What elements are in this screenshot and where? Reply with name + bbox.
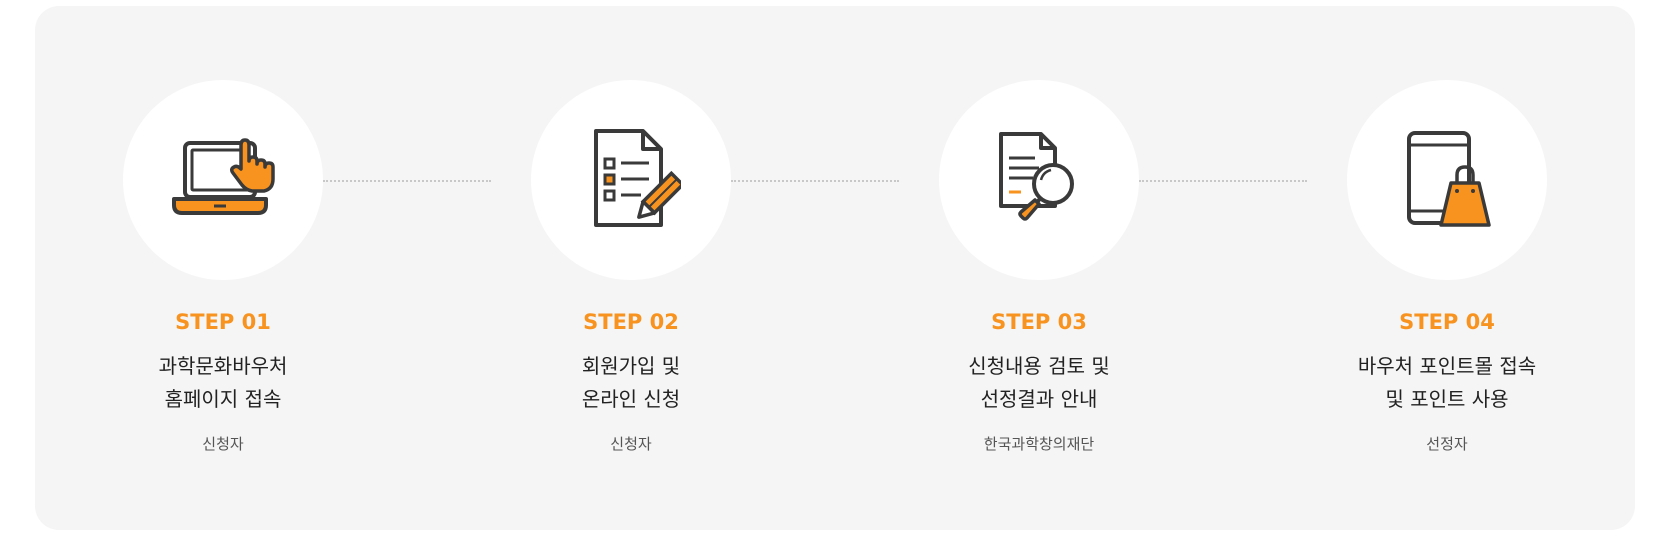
step-1-title-line2: 홈페이지 접속 [164, 387, 282, 411]
step-1-label: STEP 01 [175, 310, 271, 334]
step-3-title: 신청내용 검토 및 선정결과 안내 [919, 350, 1159, 416]
step-4-title-line2: 및 포인트 사용 [1385, 387, 1509, 411]
step-4-label: STEP 04 [1399, 310, 1495, 334]
step-2-icon-circle [531, 80, 731, 280]
step-2-title-line2: 온라인 신청 [581, 387, 681, 411]
step-3-label: STEP 03 [991, 310, 1087, 334]
step-1-icon-circle [123, 80, 323, 280]
step-4-title: 바우처 포인트몰 접속 및 포인트 사용 [1327, 350, 1567, 416]
step-2-label: STEP 02 [583, 310, 679, 334]
step-2-actor: 신청자 [610, 435, 652, 453]
step-connector-2 [731, 180, 899, 182]
step-1-title-line1: 과학문화바우처 [158, 354, 288, 378]
step-connector-1 [323, 180, 491, 182]
step-2-title: 회원가입 및 온라인 신청 [511, 350, 751, 416]
step-4-actor: 선정자 [1426, 435, 1468, 453]
document-search-icon [999, 132, 1074, 221]
step-3-title-line2: 선정결과 안내 [980, 387, 1098, 411]
laptop-click-icon [172, 138, 275, 215]
step-connector-3 [1139, 180, 1307, 182]
step-3-title-line1: 신청내용 검토 및 [968, 354, 1110, 378]
step-2-title-line1: 회원가입 및 [581, 354, 681, 378]
form-pencil-icon [594, 129, 681, 227]
step-3-actor: 한국과학창의재단 [983, 435, 1095, 453]
step-1-title: 과학문화바우처 홈페이지 접속 [103, 350, 343, 416]
step-4-title-line1: 바우처 포인트몰 접속 [1357, 354, 1537, 378]
step-1-actor: 신청자 [202, 435, 244, 453]
step-4-icon-circle [1347, 80, 1547, 280]
tablet-shopping-bag-icon [1407, 131, 1491, 227]
step-3-icon-circle [939, 80, 1139, 280]
process-steps-panel: STEP 01 과학문화바우처 홈페이지 접속 신청자 [35, 6, 1635, 530]
